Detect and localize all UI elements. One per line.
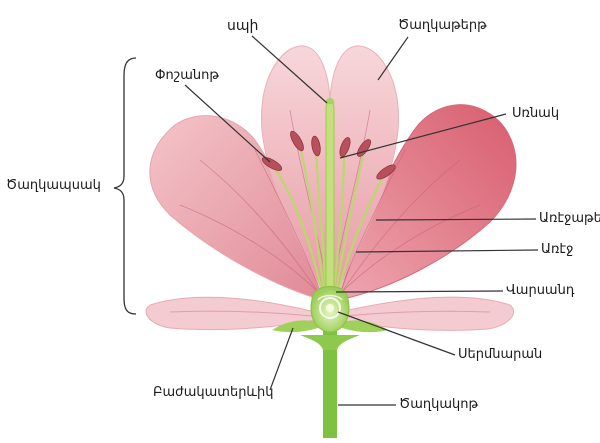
label-pistil: Առէջ: [541, 242, 573, 258]
style: [326, 102, 334, 290]
label-perianth: Ծաղկապսակ: [6, 178, 101, 194]
label-petals: Ծաղկաթերթ: [398, 18, 487, 34]
label-pollen: Փոշանոթ: [155, 68, 219, 84]
label-sepal: Բաժակատերևիկ: [153, 385, 273, 401]
perianth-bracket: [114, 58, 136, 314]
label-filament: Առէջաթել: [539, 211, 600, 227]
label-style: Վարսանդ: [506, 283, 574, 299]
label-stem: Ծաղկակոթ: [399, 397, 478, 413]
label-stamen: Սռնակ: [512, 106, 559, 122]
label-stigma: սպի: [227, 18, 258, 34]
label-ovary: Սերմնարան: [458, 347, 542, 363]
